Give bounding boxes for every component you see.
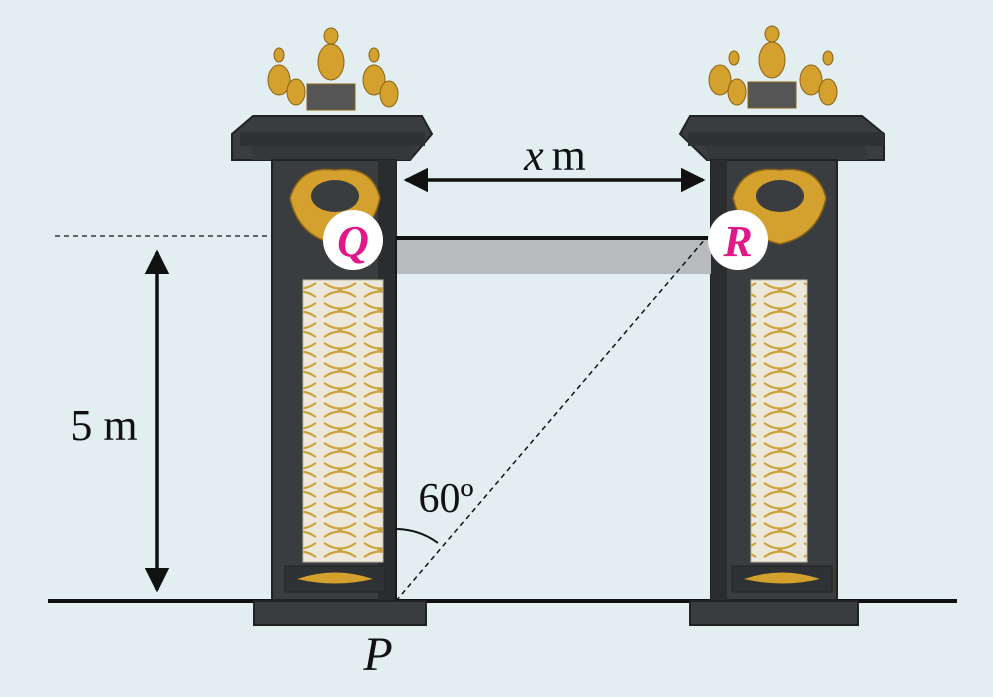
angle-arc	[395, 528, 439, 544]
angle-label: 60º	[418, 476, 473, 522]
pillar-right-icon	[678, 25, 885, 626]
pillar-left-icon	[231, 27, 434, 626]
finial-icon	[267, 27, 399, 111]
point-r-label: R	[722, 217, 752, 266]
height-label: 5 m	[70, 401, 137, 450]
segment-pr	[395, 237, 707, 602]
finial-icon	[708, 25, 838, 109]
point-q-label: Q	[337, 217, 369, 266]
beam	[396, 238, 711, 274]
point-r-marker	[708, 210, 768, 270]
point-p-label: P	[362, 628, 392, 681]
point-q-marker	[323, 210, 383, 270]
